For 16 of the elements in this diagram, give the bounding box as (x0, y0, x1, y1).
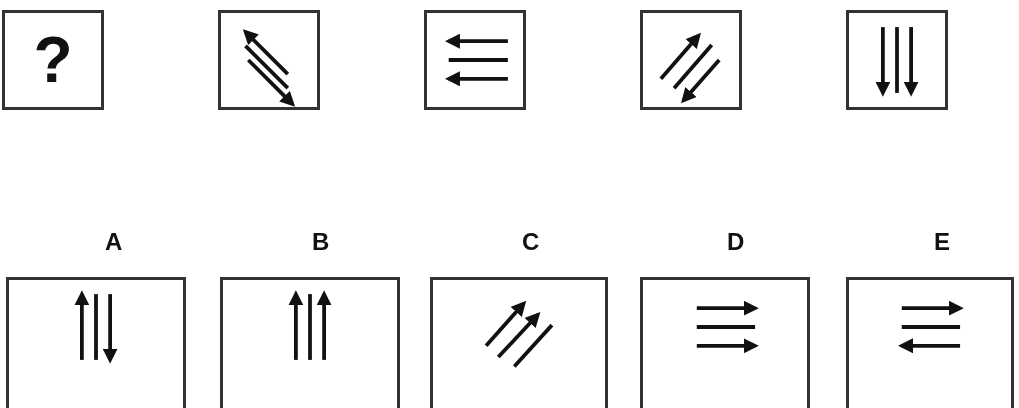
option-letter: B (312, 228, 330, 256)
puzzle-box (424, 10, 526, 110)
option-letter: E (934, 228, 950, 256)
puzzle-box (6, 277, 186, 408)
puzzle-box (430, 277, 608, 408)
puzzle-box (640, 277, 810, 408)
puzzle-box (2, 10, 104, 110)
option-letter: A (105, 228, 123, 256)
puzzle-box (220, 277, 400, 408)
puzzle-box (640, 10, 742, 110)
question-mark-text: ? (33, 23, 73, 97)
puzzle-box (846, 277, 1014, 408)
puzzle-box (218, 10, 320, 110)
option-letter: D (727, 228, 745, 256)
option-letter: C (522, 228, 540, 256)
puzzle-box (846, 10, 948, 110)
